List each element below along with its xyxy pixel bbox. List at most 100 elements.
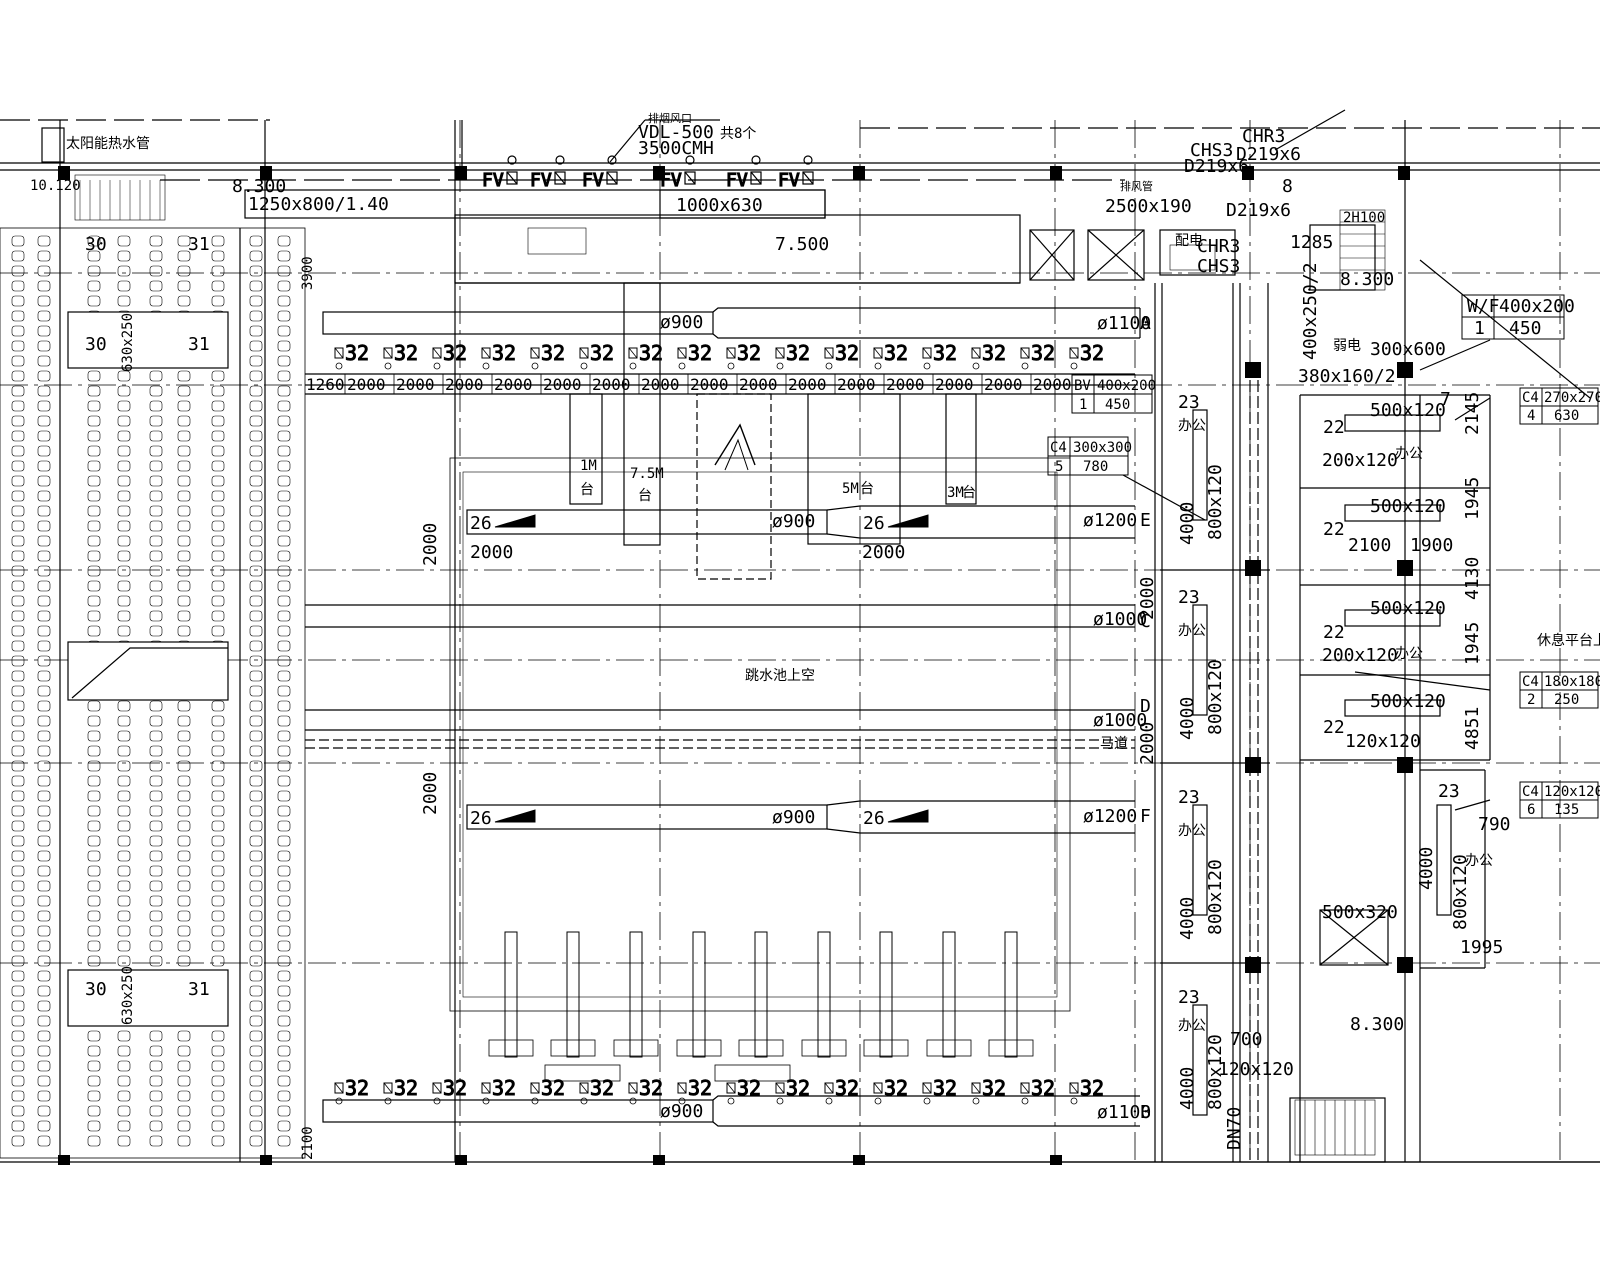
seat bbox=[11, 625, 25, 637]
seat bbox=[277, 310, 291, 322]
seat bbox=[37, 610, 51, 622]
seat bbox=[249, 700, 263, 712]
seat bbox=[149, 295, 163, 307]
seat bbox=[177, 400, 191, 412]
c4-4-code: C4 bbox=[1522, 390, 1539, 406]
seat bbox=[117, 1075, 131, 1087]
seat bbox=[277, 865, 291, 877]
row-a-diffuser: 32 bbox=[334, 341, 370, 370]
seat bbox=[149, 550, 163, 562]
seat bbox=[87, 535, 101, 547]
seat bbox=[249, 1045, 263, 1057]
row-b-diffuser: 32 bbox=[1069, 1076, 1105, 1105]
seat bbox=[117, 370, 131, 382]
stairs bbox=[1294, 209, 1386, 1156]
seat bbox=[37, 940, 51, 952]
seat bbox=[277, 685, 291, 697]
pool-pillar bbox=[676, 931, 722, 1058]
fv-label: FV bbox=[482, 170, 504, 191]
dim-2000-right-d: 2000 bbox=[1137, 722, 1158, 765]
seat bbox=[37, 565, 51, 577]
seat bbox=[11, 475, 25, 487]
seat bbox=[211, 1105, 225, 1117]
seat bbox=[149, 280, 163, 292]
row-b-diffuser-label: 32 bbox=[541, 1076, 565, 1100]
seat bbox=[211, 1075, 225, 1087]
dim-4000-e: 4000 bbox=[1416, 847, 1437, 890]
seat bbox=[11, 445, 25, 457]
seat bbox=[249, 595, 263, 607]
seat bbox=[87, 820, 101, 832]
seat bbox=[249, 640, 263, 652]
seat bbox=[277, 760, 291, 772]
seat bbox=[149, 760, 163, 772]
seat bbox=[277, 1075, 291, 1087]
row-a-diffuser-label: 32 bbox=[933, 341, 957, 365]
seat bbox=[149, 565, 163, 577]
seat bbox=[37, 850, 51, 862]
seat bbox=[37, 460, 51, 472]
d219-mid: D219x6 bbox=[1226, 200, 1291, 221]
seat bbox=[11, 775, 25, 787]
seat bbox=[177, 565, 191, 577]
seat bbox=[87, 295, 101, 307]
seat bbox=[117, 550, 131, 562]
office-duct-e: 800x120 bbox=[1450, 854, 1471, 930]
dim-2000-cell: 2000 bbox=[641, 375, 680, 394]
seat bbox=[177, 790, 191, 802]
vd-qty: 共8个 bbox=[720, 126, 756, 142]
seat bbox=[211, 625, 225, 637]
seat bbox=[249, 430, 263, 442]
jet-nozzle-symbol bbox=[887, 514, 929, 528]
seat bbox=[117, 715, 131, 727]
seat bbox=[149, 370, 163, 382]
seat bbox=[177, 835, 191, 847]
bv-count: 1 bbox=[1079, 397, 1087, 413]
seat bbox=[11, 355, 25, 367]
seat bbox=[11, 715, 25, 727]
seat bbox=[37, 1045, 51, 1057]
seat bbox=[211, 790, 225, 802]
seat-duct-630-b: 630x250 bbox=[120, 966, 136, 1025]
dim-2000-cell: 2000 bbox=[739, 375, 778, 394]
seat bbox=[177, 895, 191, 907]
row-a-diffuser: 32 bbox=[579, 341, 615, 370]
seat bbox=[149, 790, 163, 802]
seat bbox=[11, 595, 25, 607]
seat bbox=[11, 865, 25, 877]
c4-5-count: 5 bbox=[1055, 459, 1063, 475]
row-a-diffuser: 32 bbox=[530, 341, 566, 370]
elevation-neg: 10.120 bbox=[30, 178, 81, 194]
seat bbox=[277, 430, 291, 442]
seat bbox=[11, 340, 25, 352]
seat bbox=[277, 1030, 291, 1042]
seat bbox=[37, 310, 51, 322]
elevation-8300-b: 8.300 bbox=[1340, 269, 1394, 290]
seat bbox=[249, 985, 263, 997]
seat bbox=[177, 730, 191, 742]
seat bbox=[117, 835, 131, 847]
seat bbox=[277, 595, 291, 607]
row-a-diffuser-label: 32 bbox=[835, 341, 859, 365]
seat bbox=[149, 445, 163, 457]
seat bbox=[117, 475, 131, 487]
row-a-diffuser: 32 bbox=[383, 341, 419, 370]
seat bbox=[249, 400, 263, 412]
seat bbox=[87, 925, 101, 937]
seat bbox=[11, 325, 25, 337]
seat bbox=[87, 490, 101, 502]
row-a-diffuser-label: 32 bbox=[884, 341, 908, 365]
seat bbox=[11, 310, 25, 322]
seat bbox=[249, 895, 263, 907]
seat bbox=[277, 1090, 291, 1102]
seat bbox=[277, 355, 291, 367]
dim-1945-a: 1945 bbox=[1462, 477, 1483, 520]
seat bbox=[37, 280, 51, 292]
row-a-diffuser-label: 32 bbox=[982, 341, 1006, 365]
seat bbox=[11, 1060, 25, 1072]
seat bbox=[149, 265, 163, 277]
seat bbox=[87, 775, 101, 787]
pool-pillar bbox=[488, 931, 534, 1058]
row-b-diffuser: 32 bbox=[334, 1076, 370, 1105]
